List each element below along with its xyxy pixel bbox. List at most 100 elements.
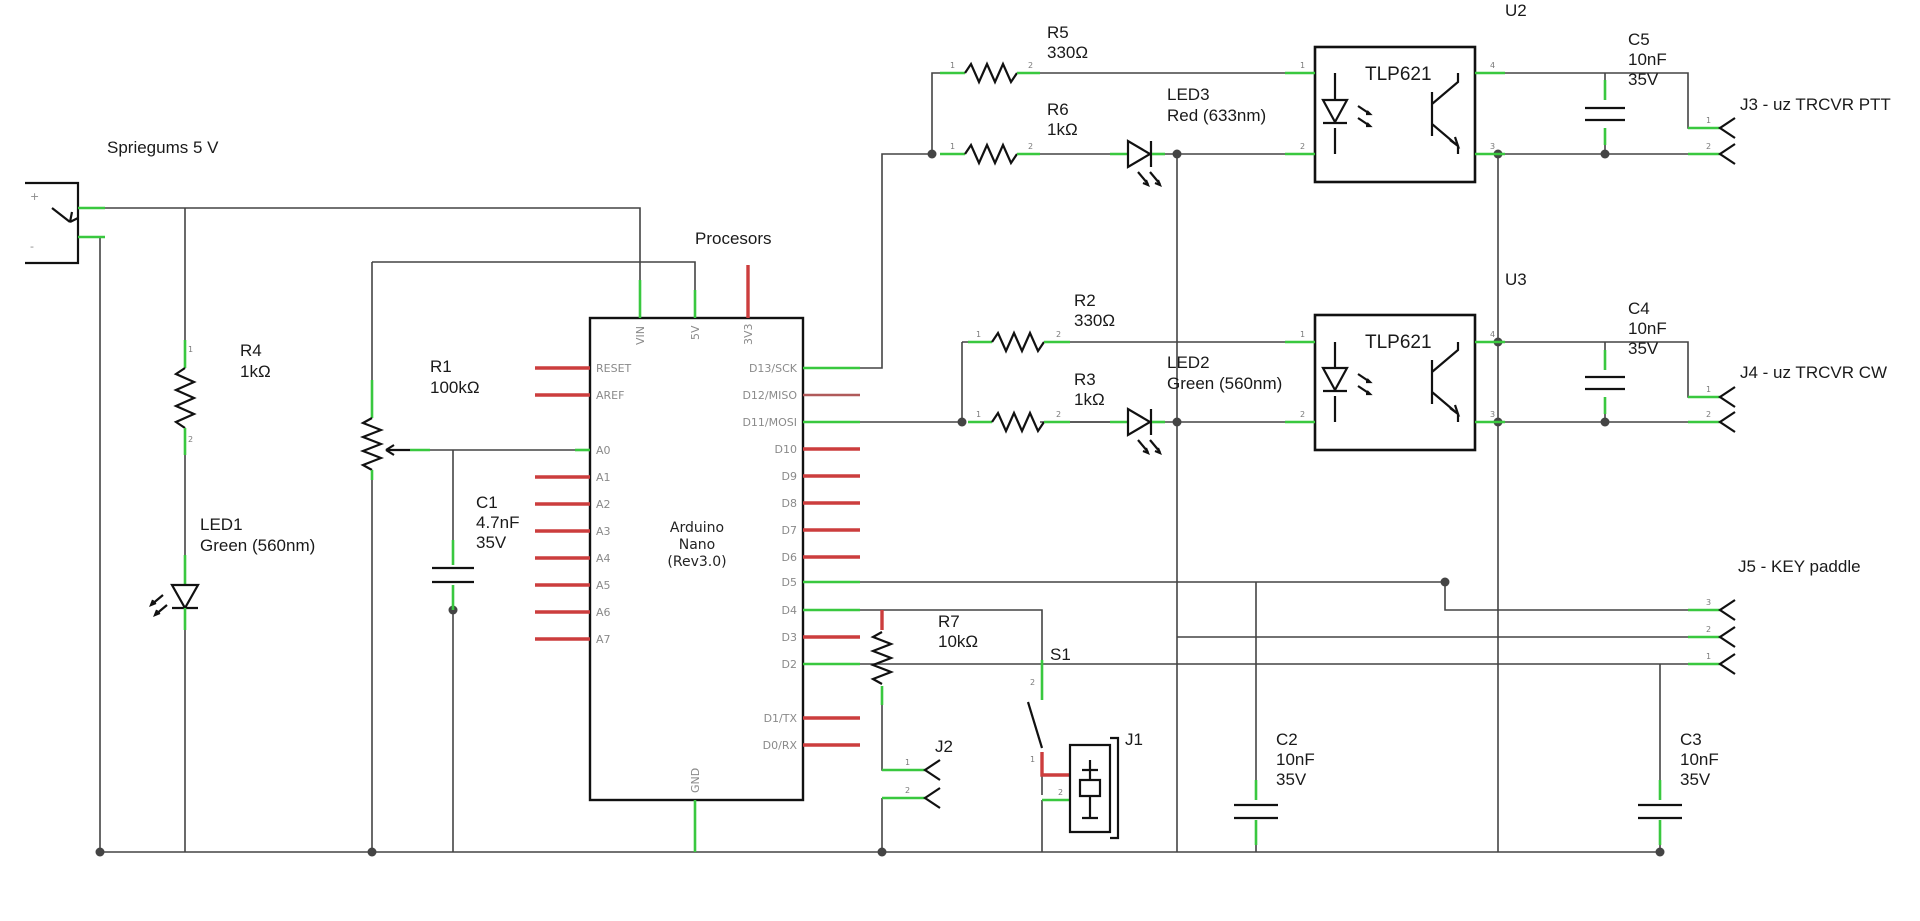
schematic-stroke (25, 181, 80, 265)
schematic-label: 2 (1056, 330, 1061, 339)
schematic-label: 1 (1300, 61, 1305, 70)
schematic-stroke (991, 410, 1045, 434)
schematic-label: 1 (1706, 652, 1711, 661)
pin-label-a5: A5 (596, 579, 611, 592)
c1-value: 4.7nF (476, 513, 519, 532)
capacitor-c1: C1 4.7nF 35V (432, 493, 519, 610)
schematic-stroke (927, 149, 937, 159)
schematic-stroke (1655, 847, 1665, 857)
schematic-stroke (964, 61, 1018, 85)
r4-value: 1kΩ (240, 362, 271, 381)
schematic-stroke (95, 847, 105, 857)
schematic-label: LED2 (1167, 353, 1210, 372)
pin-label-d1-tx: D1/TX (764, 712, 798, 725)
connector-j3: 1 2 J3 - uz TRCVR PTT (1688, 95, 1891, 165)
schematic-stroke (931, 72, 960, 154)
schematic-label: GND (689, 768, 702, 793)
schematic-stroke (1357, 373, 1373, 396)
schematic-stroke (923, 759, 941, 809)
schematic-stroke (367, 847, 377, 857)
schematic-stroke (860, 609, 1043, 660)
led1-ref: LED1 (200, 515, 243, 534)
schematic-label: TLP621 (1365, 64, 1432, 85)
schematic-stroke (869, 631, 895, 685)
schematic-stroke (860, 581, 1700, 611)
schematic-stroke (1638, 803, 1682, 820)
pin-label-d7: D7 (782, 524, 797, 537)
schematic-label: 2 (1706, 410, 1711, 419)
schematic-label: 10nF (1628, 319, 1667, 338)
schematic-label: R7 (938, 612, 960, 631)
schematic-stroke (149, 594, 168, 617)
capacitor-c2: C2 10nF 35V (1234, 730, 1315, 845)
schematic-label: 35V (1680, 770, 1711, 789)
schematic-stroke (105, 207, 641, 280)
schematic-stroke (1718, 599, 1736, 675)
pin-label-aref: AREF (596, 389, 624, 402)
schematic-label: 2 (1300, 410, 1305, 419)
schematic-label: 3V3 (742, 323, 755, 345)
schematic-label: 2 (1056, 410, 1061, 419)
pin-label-a3: A3 (596, 525, 611, 538)
schematic-stroke (1078, 760, 1102, 820)
connector-j5: 3 2 1 J5 - KEY paddle (1688, 557, 1861, 675)
schematic-stroke (173, 367, 197, 429)
schematic-label: 2 (1030, 678, 1035, 687)
schematic-label: 1 (188, 345, 193, 354)
schematic-stroke (1172, 417, 1182, 427)
capacitor-c5: C5 10nF 35V (1585, 30, 1667, 145)
schematic-label: R3 (1074, 370, 1096, 389)
schematic-stroke (957, 417, 967, 427)
c1-rating: 35V (476, 533, 507, 552)
resistor-r2: 1 2 R2 330Ω (968, 291, 1115, 354)
pin-label-a7: A7 (596, 633, 611, 646)
schematic-label: U3 (1505, 270, 1527, 289)
schematic-stroke (1600, 149, 1610, 159)
schematic-label: 35V (1276, 770, 1307, 789)
pin-label-d10: D10 (775, 443, 797, 456)
power-label: Spriegums 5 V (107, 138, 219, 157)
schematic-stroke (170, 583, 200, 611)
schematic-label: 1 (1706, 116, 1711, 125)
power-plus: + (30, 190, 39, 203)
schematic-label: 10nF (1276, 750, 1315, 769)
pin-label-d11-mosi: D11/MOSI (742, 416, 797, 429)
pin-label-a4: A4 (596, 552, 611, 565)
pin-label-d4: D4 (782, 604, 797, 617)
schematic-label: 1kΩ (1074, 390, 1105, 409)
schematic-stroke (1718, 386, 1736, 433)
junctions (95, 149, 1665, 857)
schematic-label: 330Ω (1047, 43, 1088, 62)
schematic-stroke (991, 330, 1045, 354)
schematic-label: J1 (1125, 730, 1143, 749)
potentiometer-r1: R1 100kΩ (359, 357, 480, 480)
led3: LED3 Red (633nm) (1110, 85, 1266, 187)
pin-label-d3: D3 (782, 631, 797, 644)
pin-label-d13-sck: D13/SCK (749, 362, 798, 375)
j3-label: J3 - uz TRCVR PTT (1740, 95, 1891, 114)
pin-label-a1: A1 (596, 471, 611, 484)
connector-j4: 1 2 J4 - uz TRCVR CW (1688, 363, 1887, 433)
resistor-r4: 1 2 R4 1kΩ (173, 340, 271, 455)
schematic-stroke (1313, 313, 1477, 452)
led1-value: Green (560nm) (200, 536, 315, 555)
chip-sub: Nano (679, 537, 716, 553)
schematic-stroke (1137, 439, 1162, 455)
schematic-label: 2 (1058, 788, 1063, 797)
schematic-stroke (1600, 417, 1610, 427)
schematic-label: 10kΩ (938, 632, 978, 651)
schematic-stroke (359, 417, 385, 471)
schematic-label: 2 (1028, 142, 1033, 151)
pin-label-reset: RESET (596, 362, 632, 375)
schematic-label: 1 (1706, 385, 1711, 394)
schematic-label: TLP621 (1365, 332, 1432, 353)
schematic-stroke (1718, 117, 1736, 165)
schematic-stroke (1126, 139, 1153, 169)
schematic-stroke (1040, 752, 1070, 777)
j5-label: J5 - KEY paddle (1738, 557, 1861, 576)
schematic-label: 1 (905, 758, 910, 767)
schematic-label: 35V (1628, 70, 1659, 89)
schematic-stroke (432, 566, 474, 584)
j4-label: J4 - uz TRCVR CW (1740, 363, 1887, 382)
schematic-stroke (1585, 106, 1625, 122)
